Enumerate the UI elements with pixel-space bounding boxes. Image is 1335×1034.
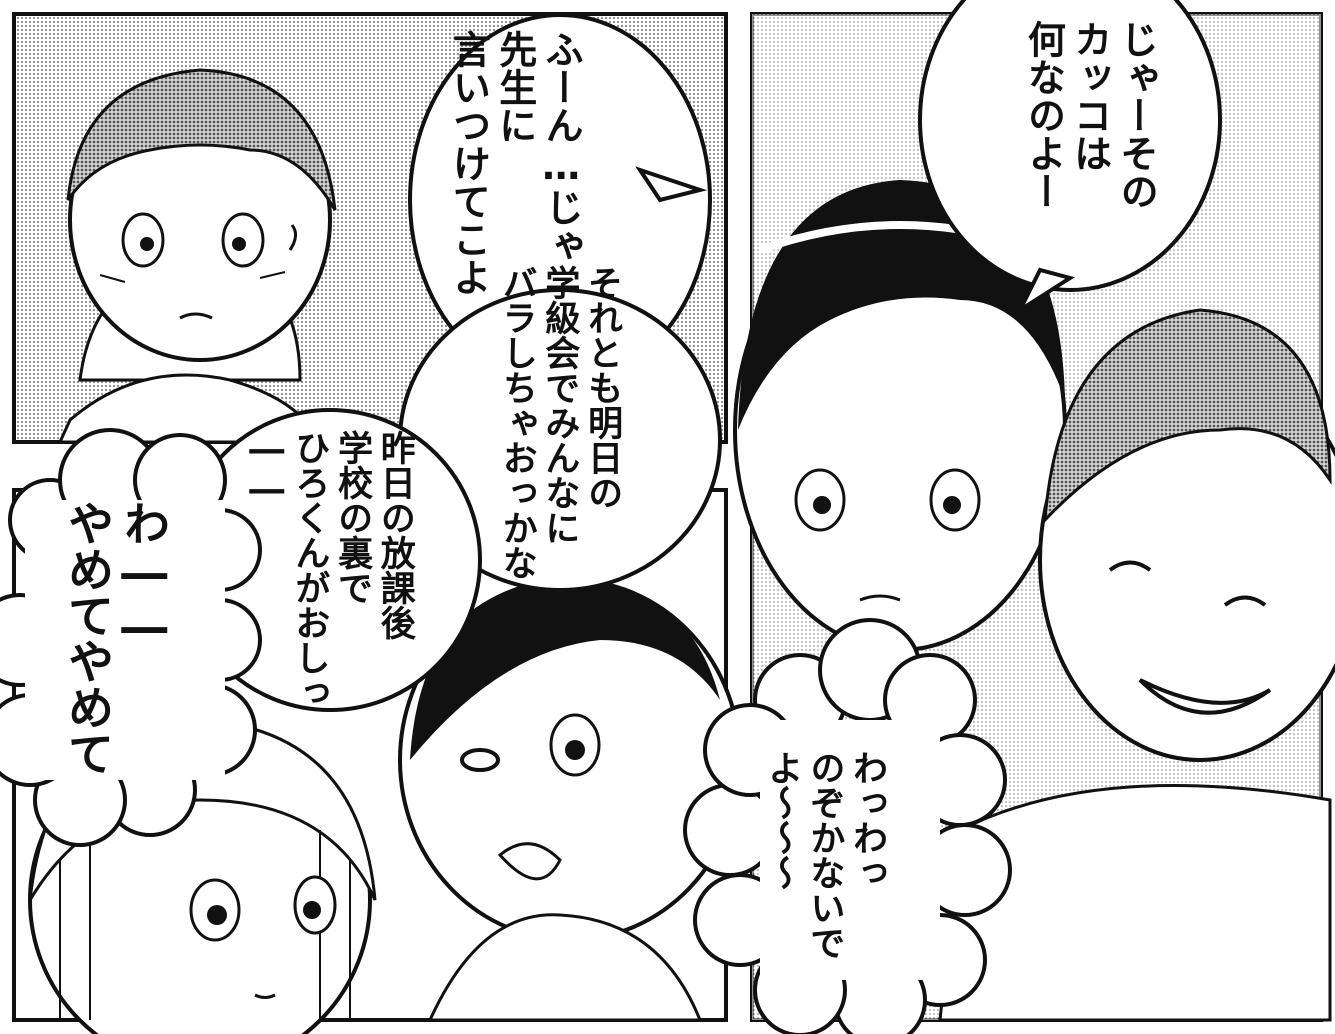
bubble-wawa-text: わっわっ のぞかないで よ〜〜〜 (760, 750, 888, 960)
bubble-jaa-line-2: カッコは (1067, 20, 1112, 172)
bubble-kinou-line-2: 学校の裏で (332, 430, 373, 605)
girl-pigtails-character (398, 578, 742, 1022)
bubble-wawa-line-3: よ〜〜〜 (761, 750, 802, 890)
bubble-yamete-line-1: わ―― (117, 500, 172, 654)
bubble-kinou-line-4: ―― (246, 430, 287, 510)
bubble-jaa-text: じゃーその カッコは 何なのよー (1020, 20, 1159, 210)
bubble-soretomo-text: それとも明日の 学級会でみんなに バラしちゃおっかな (495, 265, 623, 580)
bubble-fuun-line-3: 言いつけてこよ (446, 30, 491, 296)
crying-boy-character (938, 308, 1335, 1022)
cloud-bubble-wawa (683, 618, 1012, 1034)
boy-character (57, 68, 337, 444)
bubble-kinou-text: 昨日の放課後 学校の裏で ひろくんがおしっ ―― (245, 430, 416, 710)
bubble-soretomo-line-2: 学級会でみんなに (539, 265, 580, 545)
bubble-kinou-line-1: 昨日の放課後 (374, 430, 415, 640)
bubble-jaa-line-1: じゃーその (1114, 20, 1159, 210)
bubble-wawa-line-1: わっわっ (847, 750, 888, 890)
bubble-soretomo-line-1: それとも明日の (582, 265, 623, 510)
bubble-fuun-text: ふーん…じゃ 先生に 言いつけてこよ (445, 30, 584, 296)
cloud-bubble-yamete (0, 428, 262, 847)
bubble-jaa-line-3: 何なのよー (1021, 20, 1066, 210)
bubble-soretomo-line-3: バラしちゃおっかな (496, 265, 537, 580)
bubble-wawa-line-2: のぞかないで (804, 750, 845, 960)
bubble-kinou-line-3: ひろくんがおしっ (289, 430, 330, 710)
bubble-shapes (178, 0, 1222, 712)
bubble-fuun-line-1: ふーん…じゃ (539, 30, 584, 264)
bubble-yamete-text: わ―― やめてやめて (60, 500, 172, 776)
bubble-fuun-line-2: 先生に (492, 30, 537, 144)
bubble-yamete-line-2: やめてやめて (61, 500, 116, 776)
